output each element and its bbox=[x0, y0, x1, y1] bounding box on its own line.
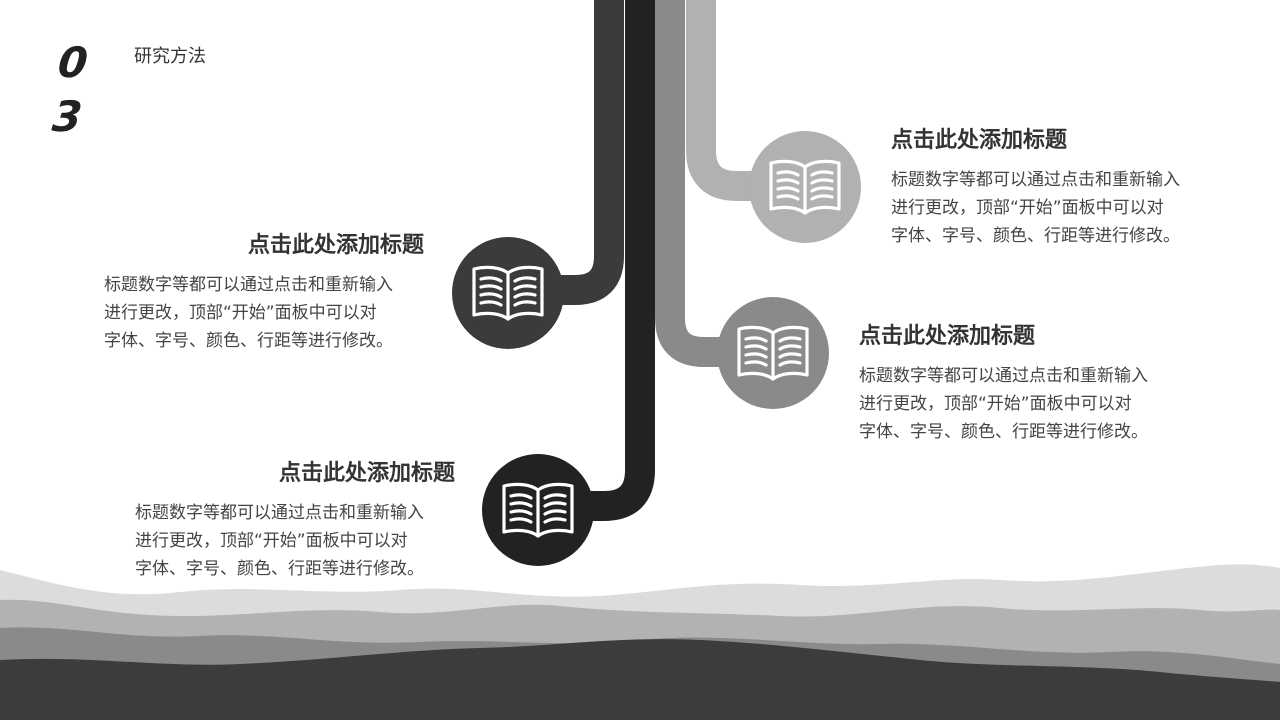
stem-dark bbox=[540, 0, 624, 305]
item-3-heading[interactable]: 点击此处添加标题 bbox=[859, 324, 1036, 349]
item-4-icon-circle bbox=[482, 454, 594, 566]
mountain-layer-darkest bbox=[0, 639, 1280, 720]
item-4-text: 点击此处添加标题 标题数字等都可以通过点击和重新输入 进行更改，顶部“开始”面板… bbox=[135, 459, 455, 583]
item-2-icon-circle bbox=[452, 237, 564, 349]
open-book-icon bbox=[737, 325, 809, 381]
item-1-icon-circle bbox=[749, 131, 861, 243]
item-2-text: 点击此处添加标题 标题数字等都可以通过点击和重新输入 进行更改，顶部“开始”面板… bbox=[104, 231, 424, 355]
item-2-body[interactable]: 标题数字等都可以通过点击和重新输入 进行更改，顶部“开始”面板中可以对 字体、字… bbox=[104, 275, 393, 351]
section-title: 研究方法 bbox=[134, 46, 206, 67]
stem-darkest bbox=[570, 0, 655, 521]
stem-light bbox=[686, 0, 770, 201]
item-4-body[interactable]: 标题数字等都可以通过点击和重新输入 进行更改，顶部“开始”面板中可以对 字体、字… bbox=[135, 503, 424, 579]
item-3-text: 点击此处添加标题 标题数字等都可以通过点击和重新输入 进行更改，顶部“开始”面板… bbox=[859, 322, 1239, 446]
item-2-heading[interactable]: 点击此处添加标题 bbox=[247, 233, 424, 258]
item-1-body[interactable]: 标题数字等都可以通过点击和重新输入 进行更改，顶部“开始”面板中可以对 字体、字… bbox=[891, 170, 1180, 246]
item-3-icon-circle bbox=[717, 297, 829, 409]
item-1-text: 点击此处添加标题 标题数字等都可以通过点击和重新输入 进行更改，顶部“开始”面板… bbox=[891, 126, 1251, 250]
section-number-top: 0 bbox=[55, 38, 91, 87]
section-number-bottom: 3 bbox=[50, 92, 85, 141]
item-1-heading[interactable]: 点击此处添加标题 bbox=[891, 128, 1068, 153]
open-book-icon bbox=[502, 482, 574, 538]
open-book-icon bbox=[472, 265, 544, 321]
item-4-heading[interactable]: 点击此处添加标题 bbox=[278, 461, 455, 486]
open-book-icon bbox=[769, 159, 841, 215]
stem-mid bbox=[655, 0, 740, 367]
item-3-body[interactable]: 标题数字等都可以通过点击和重新输入 进行更改，顶部“开始”面板中可以对 字体、字… bbox=[859, 366, 1148, 442]
